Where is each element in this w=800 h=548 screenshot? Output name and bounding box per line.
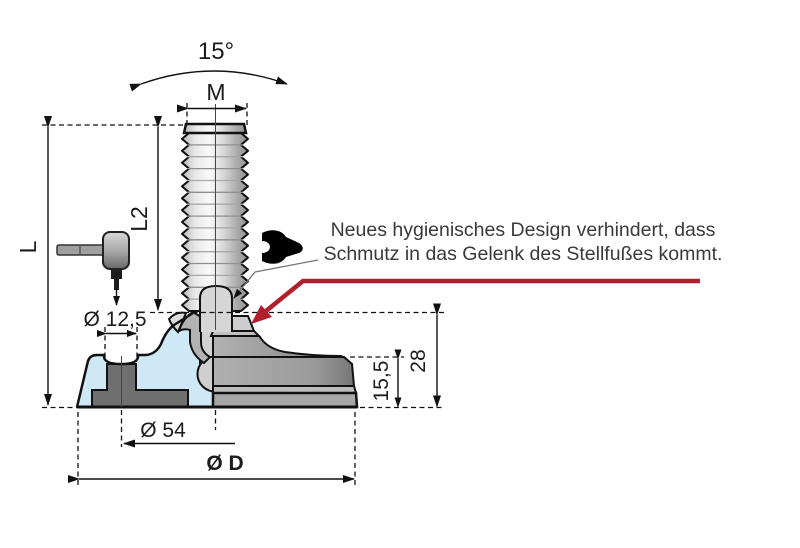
annotation-arrowhead xyxy=(251,305,272,324)
annotation-text-line2: Schmutz in das Gelenk des Stellfußes kom… xyxy=(324,243,723,265)
inner-diameter-label: Ø 54 xyxy=(140,419,186,442)
thread-length-label: L2 xyxy=(126,206,152,232)
annotation-pointer-line xyxy=(264,278,700,313)
joint-height-label: 28 xyxy=(407,349,430,372)
foot-base-band xyxy=(211,391,359,409)
angle-arc xyxy=(129,70,288,92)
joint-cover-tier2 xyxy=(209,330,262,337)
pin-hole-diameter-label: Ø 12,5 xyxy=(83,308,146,331)
base-height-label: 15,5 xyxy=(370,361,393,402)
length-label: L xyxy=(15,240,41,253)
mallet-icon xyxy=(56,231,130,306)
angle-label: 15° xyxy=(198,38,234,65)
annotation-text-line1: Neues hygienisches Design verhindert, da… xyxy=(331,219,716,241)
outer-diameter-label: Ø D xyxy=(206,452,243,475)
foot-skirt xyxy=(212,335,346,359)
thread-size-label: M xyxy=(206,79,225,105)
foot-left-outline xyxy=(75,311,194,408)
foot-body-band xyxy=(212,356,356,387)
drive-pin-icon xyxy=(111,270,122,290)
wrench-icon xyxy=(262,230,303,264)
wrench-leader-line xyxy=(233,259,319,299)
dimension-lines xyxy=(44,70,441,483)
